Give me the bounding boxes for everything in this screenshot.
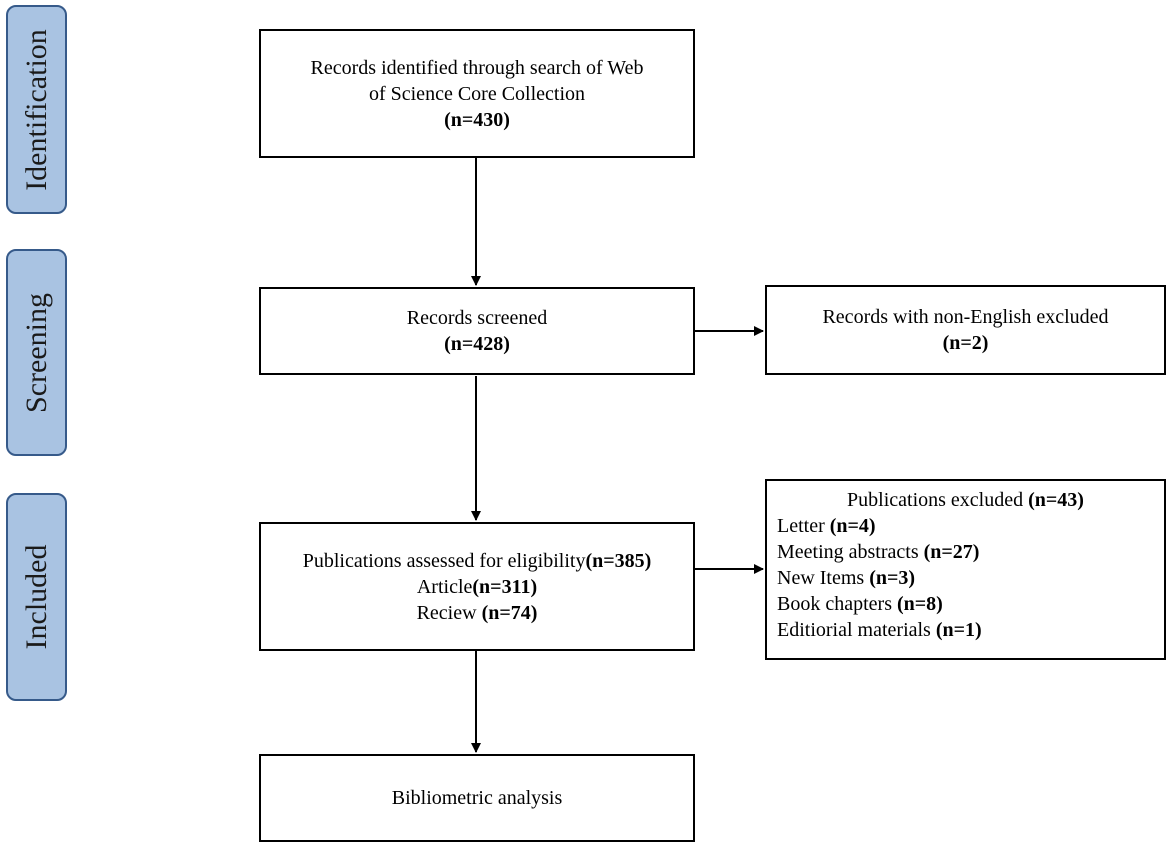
bibliometric-analysis-label: Bibliometric analysis [391,787,563,809]
excluded-title-count: (n=43) [1028,489,1084,511]
records-screened-label: Records screened [406,307,548,329]
records-identified-line1: Records identified through search of Web [310,56,644,79]
stage-screening: Screening [6,249,67,456]
excluded-item-letter: Letter (n=4) [777,513,1164,539]
excluded-item-label: Book chapters [777,593,897,615]
assessed-label: Publications assessed for eligibility [302,549,586,572]
article-label: Article [416,575,473,598]
excluded-item-count: (n=1) [935,619,982,641]
records-identified-line2: of Science Core Collection [368,82,586,105]
article-count: (n=311) [472,575,538,598]
records-identified-box: Records identified through search of Web… [259,29,695,158]
bibliometric-analysis-box: Bibliometric analysis [259,754,695,842]
review-label: Reciew [416,601,482,624]
excluded-title: Publications excluded [847,489,1029,511]
records-identified-count: (n=430) [444,108,510,131]
publications-assessed-box: Publications assessed for eligibility(n=… [259,522,695,651]
excluded-item-new-items: New Items (n=3) [777,565,1164,591]
excluded-item-count: (n=27) [923,541,980,563]
excluded-title-line: Publications excluded (n=43) [777,487,1164,513]
excluded-item-label: Meeting abstracts [777,541,924,563]
non-english-excluded-count: (n=2) [942,332,989,354]
records-screened-count: (n=428) [444,333,510,355]
excluded-item-editorial-materials: Editiorial materials (n=1) [777,617,1164,643]
records-screened-box: Records screened (n=428) [259,287,695,375]
article-line: Article(n=311) [417,574,537,600]
excluded-item-label: New Items [777,567,870,589]
excluded-item-meeting-abstracts: Meeting abstracts (n=27) [777,539,1164,565]
excluded-item-label: Letter [777,515,830,537]
non-english-excluded-box: Records with non-English excluded (n=2) [765,285,1166,375]
excluded-item-count: (n=3) [869,567,916,589]
assessed-count: (n=385) [585,549,652,572]
excluded-item-count: (n=8) [896,593,943,615]
assessed-line: Publications assessed for eligibility(n=… [303,548,652,574]
stage-identification: Identification [6,5,67,214]
publications-excluded-box: Publications excluded (n=43) Letter (n=4… [765,479,1166,660]
excluded-item-label: Editiorial materials [777,619,936,641]
stage-included: Included [6,493,67,701]
non-english-excluded-label: Records with non-English excluded [822,306,1109,328]
review-line: Reciew (n=74) [417,600,538,626]
review-count: (n=74) [481,601,538,624]
excluded-item-book-chapters: Book chapters (n=8) [777,591,1164,617]
excluded-item-count: (n=4) [829,515,876,537]
